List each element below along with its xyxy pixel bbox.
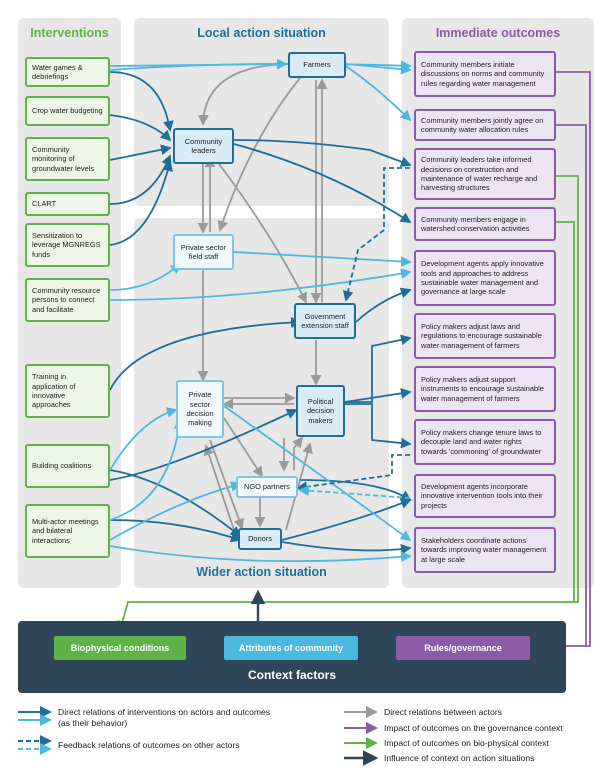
actor-farmers: Farmers — [288, 52, 346, 78]
intervention-crop-water-budgeting: Crop water budgeting — [25, 96, 110, 126]
actor-government-extension-staff: Government extension staff — [294, 303, 356, 339]
legend-governance-impact: Impact of outcomes on the governance con… — [384, 723, 563, 733]
outcome-agree-allocation-rules: Community members jointly agree on commu… — [414, 109, 556, 141]
actor-private-sector-field-staff: Private sector field staff — [173, 234, 234, 270]
legend-biophysical-impact: Impact of outcomes on bio-physical conte… — [384, 738, 549, 748]
outcomes-title: Immediate outcomes — [435, 26, 561, 40]
intervention-water-games: Water games & debriefings — [25, 57, 110, 87]
outcome-change-tenure-laws: Policy makers change tenure laws to deco… — [414, 419, 556, 465]
intervention-sensitization: Sensitization to leverage MGNREGS funds — [25, 223, 110, 267]
wider-action-title: Wider action situation — [196, 565, 327, 579]
actor-private-sector-decision-making: Private sector decision making — [176, 380, 224, 438]
outcome-incorporate-tools: Development agents incorporate innovativ… — [414, 474, 556, 518]
intervention-clart: CLART — [25, 192, 110, 216]
context-rules-governance: Rules/governance — [396, 636, 530, 660]
outcome-adjust-support-instruments: Policy makers adjust support instruments… — [414, 366, 556, 412]
context-biophysical: Biophysical conditions — [54, 636, 186, 660]
interventions-title: Interventions — [30, 26, 109, 40]
outcome-adjust-laws: Policy makers adjust laws and regulation… — [414, 313, 556, 359]
outcome-leaders-informed-decisions: Community leaders take informed decision… — [414, 148, 556, 200]
legend-context-influence: Influence of context on action situation… — [384, 753, 535, 763]
context-community-attributes: Attributes of community — [224, 636, 358, 660]
intervention-multi-actor-meetings: Multi-actor meetings and bilateral inter… — [25, 504, 110, 558]
intervention-building-coalitions: Building coalitions — [25, 444, 110, 488]
actor-ngo-partners: NGO partners — [236, 476, 298, 498]
intervention-community-monitoring: Community monitoring of groundwater leve… — [25, 137, 110, 181]
intervention-community-resource-persons: Community resource persons to connect an… — [25, 278, 110, 322]
local-action-panel — [134, 18, 389, 206]
outcome-initiate-discussions: Community members initiate discussions o… — [414, 51, 556, 97]
outcome-watershed-conservation: Community members engage in watershed co… — [414, 207, 556, 241]
local-action-title: Local action situation — [197, 26, 326, 40]
legend-feedback: Feedback relations of outcomes on other … — [58, 740, 240, 750]
legend-between-actors: Direct relations between actors — [384, 707, 502, 717]
intervention-training: Training in application of innovative ap… — [25, 364, 110, 418]
actor-community-leaders: Community leaders — [173, 128, 234, 164]
legend-direct-interventions: Direct relations of interventions on act… — [58, 707, 271, 728]
actor-donors: Donors — [238, 528, 282, 550]
outcome-development-agents-apply: Development agents apply innovative tool… — [414, 250, 556, 306]
outcome-coordinate-actions: Stakeholders coordinate actions towards … — [414, 527, 556, 573]
actor-political-decision-makers: Political decision makers — [296, 385, 345, 437]
context-factors-title: Context factors — [247, 668, 336, 682]
